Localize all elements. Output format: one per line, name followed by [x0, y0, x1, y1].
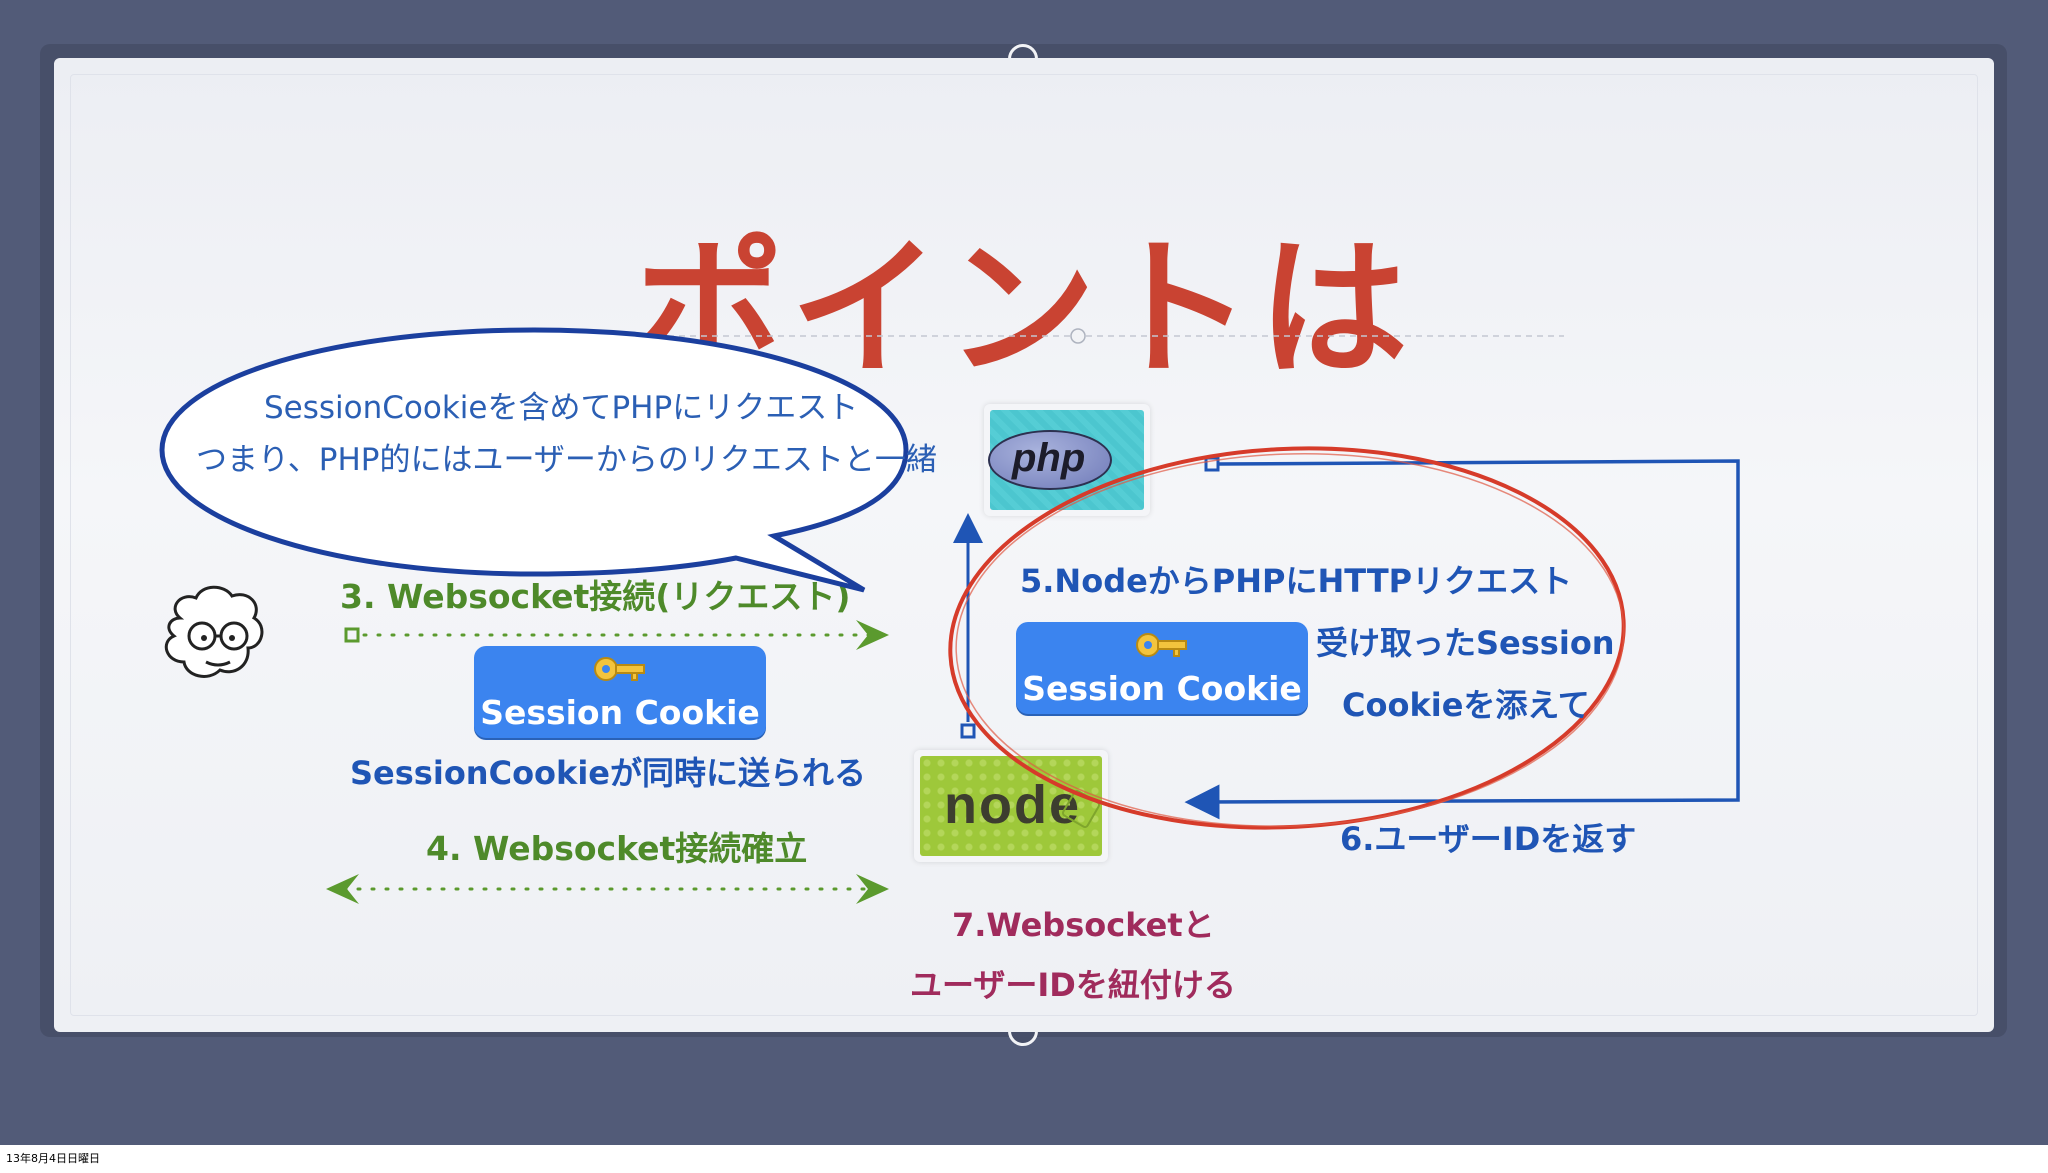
- step5-note-line-2: Cookieを添えて: [1342, 686, 1590, 724]
- session-cookie-label-left: Session Cookie: [480, 693, 760, 732]
- step3-label: 3. Websocket接続(リクエスト): [340, 577, 851, 616]
- step5-note-line-1: 受け取ったSession: [1316, 624, 1615, 662]
- key-icon: [1136, 633, 1187, 657]
- slide: ポイントは php node: [54, 58, 1994, 1032]
- diagram-arrows: [326, 446, 1740, 904]
- php-logo: [988, 430, 1112, 490]
- step6-label: 6.ユーザーIDを返す: [1340, 820, 1637, 858]
- speech-bubble: [159, 327, 909, 593]
- session-cookie-badge-right: Session Cookie: [1016, 622, 1308, 714]
- session-cookie-badge-left: Session Cookie: [474, 646, 766, 738]
- php-logo-text: php: [1012, 436, 1086, 480]
- node-logo-tile: node: [914, 750, 1108, 862]
- bottom-status-bar: [0, 1145, 2048, 1173]
- step4-label: 4. Websocket接続確立: [426, 829, 808, 868]
- session-cookie-label-right: Session Cookie: [1022, 669, 1302, 708]
- php-logo-tile: php: [984, 404, 1150, 516]
- step5-label: 5.NodeからPHPにHTTPリクエスト: [1020, 562, 1573, 600]
- timestamp: 13年8月4日日曜日: [6, 1152, 100, 1165]
- key-icon: [594, 657, 645, 681]
- user-avatar: [164, 585, 264, 678]
- title-separator: [624, 328, 1564, 344]
- step7-line-2: ユーザーIDを紐付ける: [910, 966, 1236, 1004]
- step3-start-marker: [344, 627, 360, 643]
- bubble-line-2: つまり、PHP的にはユーザーからのリクエストと一緒: [196, 442, 937, 478]
- slide-inner-border: [70, 74, 1978, 1016]
- sent-simultaneously-label: SessionCookieが同時に送られる: [350, 754, 866, 792]
- step7-line-1: 7.Websocketと: [952, 906, 1215, 944]
- bubble-line-1: SessionCookieを含めてPHPにリクエスト: [264, 390, 859, 426]
